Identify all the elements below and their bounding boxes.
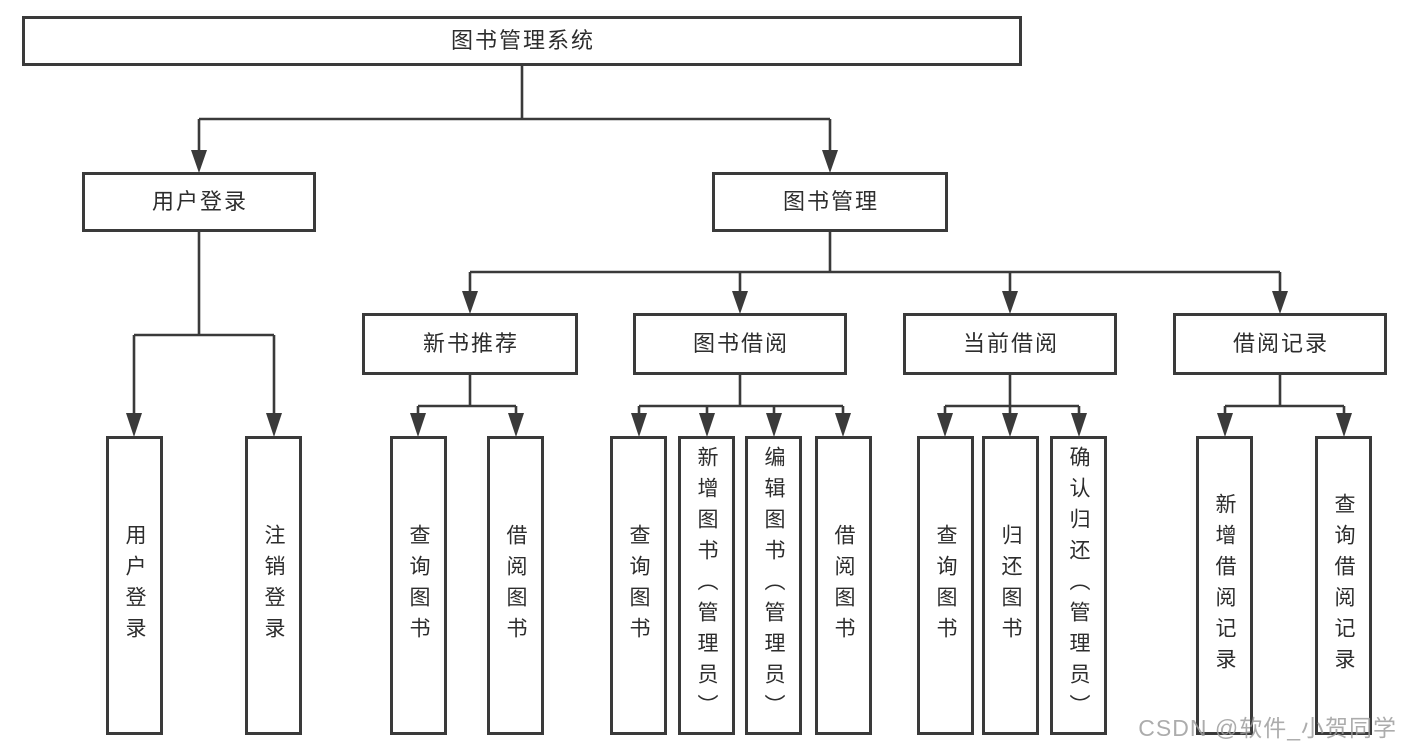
connector-book-borrowing <box>631 375 851 437</box>
leaf-edit-books-admin: 编辑图书（管理员） <box>745 436 802 735</box>
leaf-query-books-recommend: 查询图书 <box>390 436 447 735</box>
leaf-confirm-return-admin: 确认归还（管理员） <box>1050 436 1107 735</box>
node-book-management: 图书管理 <box>712 172 948 232</box>
connector-new-book-recommend <box>410 375 524 437</box>
node-user-login: 用户登录 <box>82 172 316 232</box>
leaf-borrow-books-borrowing: 借阅图书 <box>815 436 872 735</box>
arrowhead <box>1217 413 1233 437</box>
arrowhead <box>937 413 953 437</box>
arrowhead <box>191 150 207 173</box>
arrowhead <box>410 413 426 437</box>
leaf-user-login: 用户登录 <box>106 436 163 735</box>
node-book-borrowing: 图书借阅 <box>633 313 847 375</box>
connector-root <box>191 66 838 173</box>
arrowhead <box>822 150 838 173</box>
leaf-add-books-admin: 新增图书（管理员） <box>678 436 735 735</box>
leaf-query-books-borrowing: 查询图书 <box>610 436 667 735</box>
arrowhead <box>699 413 715 437</box>
arrowhead <box>766 413 782 437</box>
connector-book-management <box>462 232 1288 314</box>
leaf-return-books: 归还图书 <box>982 436 1039 735</box>
arrowhead <box>126 413 142 437</box>
leaf-borrow-books-recommend: 借阅图书 <box>487 436 544 735</box>
leaf-add-borrow-record: 新增借阅记录 <box>1196 436 1253 735</box>
leaf-query-books-current: 查询图书 <box>917 436 974 735</box>
node-current-borrowing: 当前借阅 <box>903 313 1117 375</box>
arrowhead <box>1002 413 1018 437</box>
arrowhead <box>266 413 282 437</box>
arrowhead <box>631 413 647 437</box>
connector-current-borrowing <box>937 375 1087 437</box>
arrowhead <box>1336 413 1352 437</box>
arrowhead <box>1272 291 1288 314</box>
watermark: CSDN @软件_小贺同学 <box>1138 715 1397 741</box>
arrowhead <box>508 413 524 437</box>
node-borrowing-records: 借阅记录 <box>1173 313 1387 375</box>
node-new-book-recommend: 新书推荐 <box>362 313 578 375</box>
arrowhead <box>1071 413 1087 437</box>
connector-borrowing-records <box>1217 375 1352 437</box>
arrowhead <box>1002 291 1018 314</box>
arrowhead <box>462 291 478 314</box>
connector-user-login <box>126 232 282 437</box>
arrowhead <box>732 291 748 314</box>
leaf-query-borrow-record: 查询借阅记录 <box>1315 436 1372 735</box>
leaf-logout: 注销登录 <box>245 436 302 735</box>
arrowhead <box>835 413 851 437</box>
node-book-management-system: 图书管理系统 <box>22 16 1022 66</box>
